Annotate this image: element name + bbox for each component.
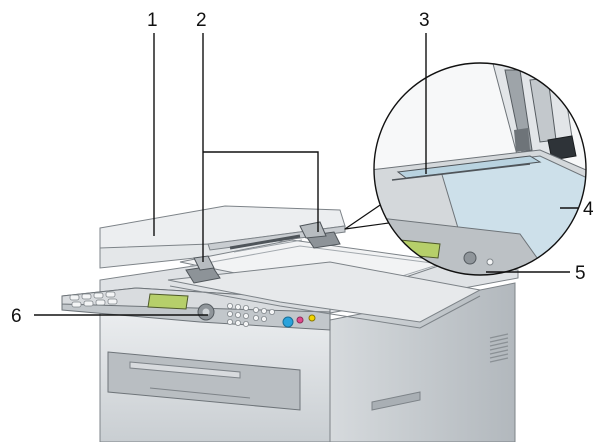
dadf-glass [396, 155, 542, 179]
lcd-screen [147, 293, 189, 310]
operator-panel [61, 287, 331, 331]
panel-keypad [226, 302, 275, 327]
side-handle [371, 391, 421, 411]
leader-lines [34, 33, 578, 316]
callout-4: 4 [583, 199, 594, 220]
inset-circle [373, 62, 587, 276]
side-vents [489, 333, 509, 363]
callout-1: 1 [147, 10, 158, 31]
callout-3: 3 [419, 10, 430, 31]
panel-pink-button [296, 316, 304, 324]
panel-yellow-button [308, 314, 316, 322]
callout-2: 2 [196, 10, 207, 31]
panel-start-button [282, 316, 294, 328]
leader-2b [203, 151, 319, 232]
document-feeder [99, 205, 482, 329]
callout-labels: 1 2 3 4 5 6 [11, 10, 594, 327]
panel-buttons-left [69, 291, 118, 308]
callout-5: 5 [575, 263, 586, 284]
callout-6: 6 [11, 306, 22, 327]
printer-illustration [61, 205, 519, 442]
document-output-tray [167, 261, 482, 323]
